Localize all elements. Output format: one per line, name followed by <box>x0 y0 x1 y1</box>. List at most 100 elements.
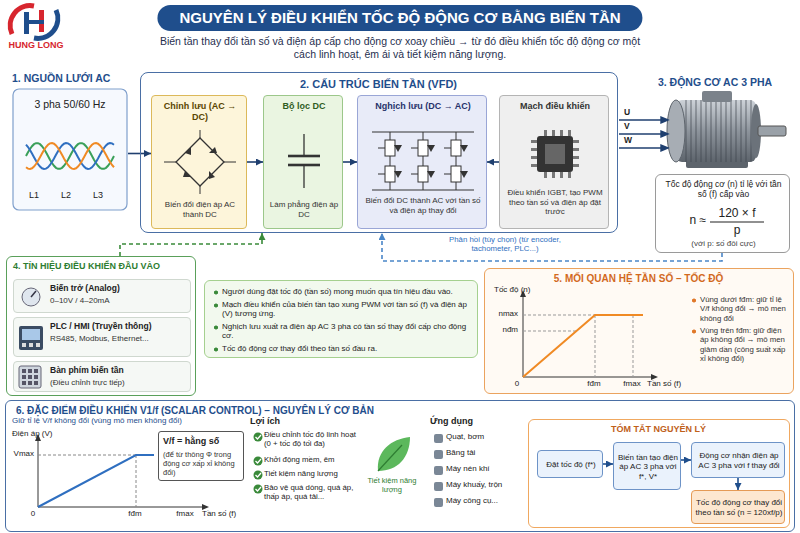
connector-arrow <box>681 459 691 461</box>
heading-text: Mạch điều khiển <box>503 101 607 112</box>
body-text: Nghịch lưu xuất ra điện áp AC 3 pha có t… <box>213 322 473 341</box>
leaf-caption: Tiết kiệm năng lượng <box>366 476 418 494</box>
heading-text: Tốc độ động cơ thay đổi theo tần số (n =… <box>695 498 783 517</box>
axis-tick: 0 <box>28 509 38 519</box>
body-text: 0–10V / 4–20mA <box>50 296 188 306</box>
axis-title: Tần số (f) <box>647 379 689 389</box>
benefit-item: Điều chỉnh tốc độ linh hoạt (0 + tốc độ … <box>264 430 364 449</box>
body-text: (để từ thông Φ trong động cơ xấp xỉ khôn… <box>163 450 241 477</box>
body-text: 3 pha 50/60 Hz <box>18 98 122 111</box>
axis-tick: nmax <box>488 309 518 319</box>
axis-title: Tốc độ (n) <box>494 285 554 295</box>
list-heading: Ứng dụng <box>430 416 510 427</box>
terminal-label: U <box>624 107 638 117</box>
heading-text: Biến trở (Analog) <box>50 283 188 293</box>
heading-text: V/f = hằng số <box>163 436 241 447</box>
potentiometer-input: Biến trở (Analog) 0–10V / 4–20mA <box>13 279 191 313</box>
heading-text: PLC / HMI (Truyền thông) <box>50 321 188 331</box>
body-text: Vùng trên fđm: giữ điện áp không đổi → m… <box>691 326 789 363</box>
phase-label: L2 <box>58 190 74 201</box>
body-text: (với p: số đôi cực) <box>660 239 787 249</box>
section-heading: 3. ĐỘNG CƠ AC 3 PHA <box>636 76 794 89</box>
benefit-item: Tiết kiệm năng lượng <box>264 469 364 478</box>
connector-label: Phản hồi (tùy chọn) (từ encoder, tachome… <box>428 234 582 255</box>
benefit-item: Khởi động mềm, êm <box>264 455 364 464</box>
vfd-output-step: Biến tần tạo điện áp AC 3 pha với f*, V* <box>613 442 681 490</box>
axis-tick: fmax <box>172 509 198 519</box>
speed-result-step: Tốc độ động cơ thay đổi theo tần số (n =… <box>691 490 785 524</box>
body-text: n ≈ <box>668 213 706 227</box>
heading-text: Chỉnh lưu (AC → DC) <box>155 101 245 123</box>
body-text: Mạch điều khiển của biến tần tạo xung PW… <box>213 300 473 319</box>
axis-tick: fmax <box>619 379 645 389</box>
heading-text: 6. ĐẶC ĐIỂM ĐIỀU KHIỂN V1/f (SCALAR CONT… <box>16 405 616 417</box>
body-text: Biến đổi DC thành AC với tần số và điện … <box>362 196 484 215</box>
axis-tick: nđm <box>488 325 518 335</box>
application-item: Máy nén khí <box>446 464 524 474</box>
rectifier-box: Chỉnh lưu (AC → DC) Biến đổi điện áp AC t… <box>151 95 247 229</box>
logo-mark <box>10 6 58 39</box>
control-circuit-box: Mạch điều khiểnĐiều khiển IGBT, tạo PWM … <box>499 95 609 229</box>
body-text: (Điều chỉnh trực tiếp) <box>50 378 188 388</box>
connector-arrow <box>247 161 263 163</box>
process-steps-box: Người dùng đặt tốc độ (tần số) mong muốn… <box>204 280 478 358</box>
terminal-label: W <box>624 135 638 145</box>
heading-text: Bàn phím biến tần <box>50 365 188 375</box>
heading-text: TÓM TẮT NGUYÊN LÝ <box>529 424 788 435</box>
connector-arrow <box>737 478 739 490</box>
set-speed-step: Đặt tốc độ (f*) <box>537 450 603 478</box>
axis-title: Tần số (f) <box>202 509 246 519</box>
list-heading: Lợi ích <box>250 416 330 427</box>
speed-formula-box: Tốc độ động cơ (n) tỉ lệ với tần số (f) … <box>655 174 790 253</box>
motor-input-step: Động cơ nhận điện áp AC 3 pha với f thay… <box>691 442 785 478</box>
body-text: Biến đổi điện áp AC thành DC <box>156 200 244 219</box>
heading-text: 2. CẤU TRÚC BIẾN TẦN (VFD) <box>141 78 616 91</box>
heading-text: Động cơ nhận điện áp AC 3 pha với f thay… <box>695 451 783 470</box>
heading-text: 4. TÍN HIỆU ĐIỀU KHIỂN ĐẦU VÀO <box>13 261 191 272</box>
axis-tick: fđm <box>123 509 147 519</box>
benefit-item: Bảo vệ quá dòng, quá áp, thấp áp, quá tả… <box>264 483 364 502</box>
heading-text: Nghịch lưu (DC → AC) <box>361 101 485 112</box>
body-text: p <box>707 223 767 237</box>
application-item: Quạt, bơm <box>446 432 524 442</box>
connector-arrow <box>120 233 262 256</box>
connector-arrow <box>343 161 357 163</box>
inverter-box: Nghịch lưu (DC → AC) Biến đổi DC thành AC… <box>357 95 487 229</box>
axis-tick: 0 <box>512 379 522 389</box>
heading-text: 1. NGUỒN LƯỚI AC <box>12 72 128 85</box>
output-wires <box>619 117 668 151</box>
axis-title: Điện áp (V) <box>12 429 72 439</box>
heading-text: Bộ lọc DC <box>267 101 341 112</box>
application-item: Máy công cụ... <box>446 496 524 506</box>
input-signal-panel: 4. TÍN HIỆU ĐIỀU KHIỂN ĐẦU VÀO Biến trở (… <box>6 256 196 396</box>
vfd-frame: 2. CẤU TRÚC BIẾN TẦN (VFD) Chỉnh lưu (AC … <box>140 72 618 233</box>
axis-tick: Vmax <box>8 449 34 459</box>
body-text: 120 × f <box>707 206 767 220</box>
logo-text: HUNG LONG <box>4 40 68 51</box>
subtitle: Biến tần thay đổi tần số và điện áp cấp … <box>150 35 650 60</box>
phase-label: L1 <box>26 190 42 201</box>
vf-constant-box: V/f = hằng số (để từ thông Φ trong động c… <box>158 431 244 481</box>
heading-text: Biến tần tạo điện áp AC 3 pha với f*, V* <box>617 453 679 482</box>
heading-text: 5. MỐI QUAN HỆ TẦN SỐ – TỐC ĐỘ <box>485 273 792 285</box>
motor-illustration <box>667 91 786 168</box>
application-item: Băng tải <box>446 448 524 458</box>
application-item: Máy khuấy, trộn <box>446 480 524 490</box>
connector-arrow <box>603 463 613 465</box>
body-text: Vùng dưới fđm: giữ tỉ lệ V/f không đổi →… <box>691 295 789 323</box>
axis-tick: fđm <box>582 379 606 389</box>
body-text: Điều khiển IGBT, tạo PWM theo tần số và … <box>504 188 606 217</box>
title-banner: NGUYÊN LÝ ĐIỀU KHIỂN TỐC ĐỘ ĐỘNG CƠ BẰNG… <box>157 5 642 31</box>
plc-hmi-input: PLC / HMI (Truyền thông) RS485, Modbus, E… <box>13 317 191 357</box>
body-text: RS485, Modbus, Ethernet... <box>50 334 188 344</box>
frequency-speed-panel: 5. MỐI QUAN HỆ TẦN SỐ – TỐC ĐỘ Vùng dưới … <box>484 268 794 394</box>
heading-text: Tốc độ động cơ (n) tỉ lệ với tần số (f) … <box>660 179 787 199</box>
chart-note: Giữ tỉ lệ V/f không đổi (vùng mô men khô… <box>12 416 242 426</box>
heading-text: Đặt tốc độ (f*) <box>541 460 601 470</box>
body-text: Tốc độ động cơ thay đổi theo tần số đầu … <box>213 344 473 354</box>
body-text: Làm phẳng điện áp DC <box>268 200 340 219</box>
dc-filter-box: Bộ lọc DC Làm phẳng điện áp DC <box>263 95 343 229</box>
connector-arrow <box>487 161 499 163</box>
phase-label: L3 <box>90 190 106 201</box>
heading-text: Người dùng đặt tốc độ (tần số) mong muốn… <box>213 287 473 297</box>
